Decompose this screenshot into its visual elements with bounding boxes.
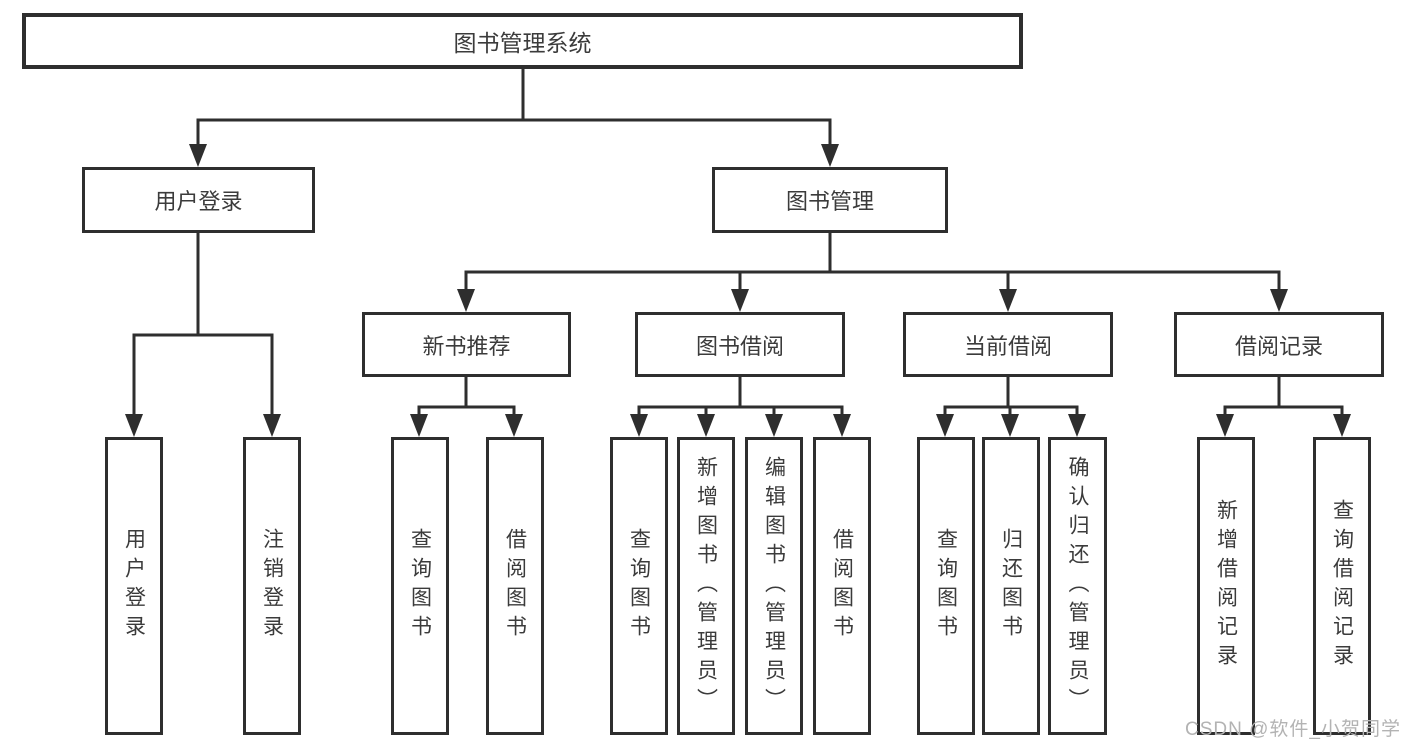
arrowheads [125, 144, 1351, 437]
node-label: 注销登录 [260, 528, 284, 644]
csdn-watermark: CSDN @软件_小贺同学 [1185, 719, 1401, 740]
node-label: 图书借阅 [695, 333, 784, 359]
node-recommend-borrow-books: 借阅图书 [486, 437, 544, 735]
node-label: 新增图书（管理员） [694, 455, 718, 717]
node-add-books-admin: 新增图书（管理员） [677, 437, 735, 735]
node-book-management: 图书管理 [712, 167, 948, 233]
node-label: 归还图书 [999, 528, 1023, 644]
node-label: 借阅图书 [503, 528, 527, 644]
node-library-management-system: 图书管理系统 [22, 13, 1023, 69]
node-borrowing-borrow-books: 借阅图书 [813, 437, 871, 735]
node-borrowing-records: 借阅记录 [1174, 312, 1384, 377]
node-label: 图书管理系统 [453, 30, 592, 56]
node-label: 用户登录 [122, 528, 146, 644]
node-logout: 注销登录 [243, 437, 301, 735]
node-label: 查询图书 [627, 528, 651, 644]
node-label: 借阅图书 [830, 528, 854, 644]
node-book-borrowing: 图书借阅 [635, 312, 845, 377]
node-user-login: 用户登录 [82, 167, 315, 233]
node-label: 借阅记录 [1234, 333, 1323, 359]
node-label: 查询图书 [934, 528, 958, 644]
node-add-borrow-record: 新增借阅记录 [1197, 437, 1255, 735]
node-label: 新增借阅记录 [1214, 499, 1238, 673]
node-label: 当前借阅 [963, 333, 1052, 359]
node-confirm-return-admin: 确认归还（管理员） [1048, 437, 1107, 735]
node-query-borrow-record: 查询借阅记录 [1313, 437, 1371, 735]
node-login: 用户登录 [105, 437, 163, 735]
node-label: 确认归还（管理员） [1066, 455, 1090, 717]
node-label: 图书管理 [785, 189, 874, 214]
node-new-book-recommendation: 新书推荐 [362, 312, 571, 377]
node-edit-books-admin: 编辑图书（管理员） [745, 437, 803, 735]
node-label: 用户登录 [154, 189, 243, 214]
node-label: 编辑图书（管理员） [762, 455, 786, 717]
node-return-books: 归还图书 [982, 437, 1040, 735]
node-recommend-query-books: 查询图书 [391, 437, 449, 735]
node-current-borrowing: 当前借阅 [903, 312, 1113, 377]
node-label: 查询图书 [408, 528, 432, 644]
node-label: 查询借阅记录 [1330, 499, 1354, 673]
node-borrowing-query-books: 查询图书 [610, 437, 668, 735]
node-label: 新书推荐 [422, 333, 511, 359]
node-current-query-books: 查询图书 [917, 437, 975, 735]
